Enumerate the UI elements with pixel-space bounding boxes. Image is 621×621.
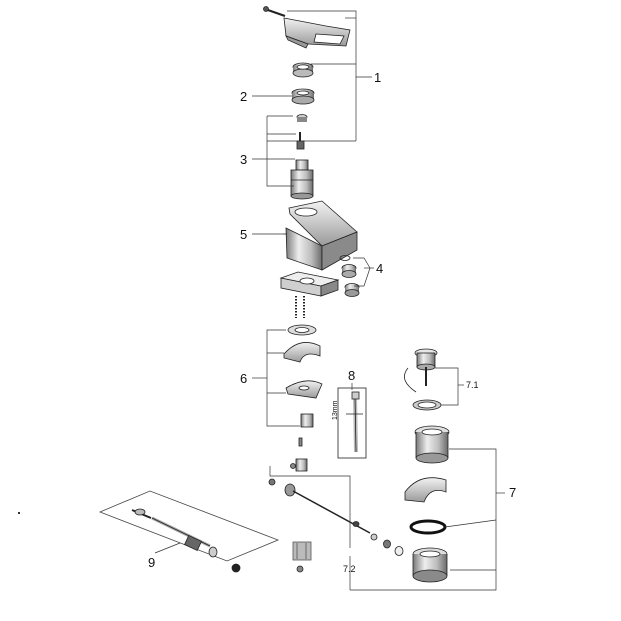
- callout-leaders: [154, 10, 505, 591]
- callout-3: 3: [240, 152, 248, 167]
- pop-up-rod-part: [268, 458, 404, 573]
- callout-5: 5: [240, 227, 248, 242]
- collar-part: [291, 88, 315, 105]
- mounting-kit-part: [283, 324, 323, 447]
- callout-7-1: 7.1: [466, 380, 479, 390]
- callout-7-2: 7.2: [343, 564, 356, 574]
- drain-assembly-part: [404, 348, 450, 583]
- lever-handle-part: [263, 6, 351, 49]
- callout-6: 6: [240, 371, 248, 386]
- aerator-part: [339, 255, 360, 297]
- callout-1: 1: [374, 70, 382, 85]
- callout-4: 4: [376, 261, 384, 276]
- supply-hose-part: [98, 490, 280, 573]
- callout-9: 9: [148, 555, 156, 570]
- callout-2: 2: [240, 89, 248, 104]
- wrench-size-marking: 13mm: [332, 400, 339, 420]
- cap-ring-part: [292, 62, 314, 78]
- cartridge-part: [290, 114, 314, 200]
- stray-dot: [18, 512, 20, 514]
- callout-8: 8: [348, 368, 356, 383]
- wrench-tool-part: [337, 387, 367, 459]
- callout-7: 7: [509, 485, 517, 500]
- faucet-body-part: [279, 200, 358, 318]
